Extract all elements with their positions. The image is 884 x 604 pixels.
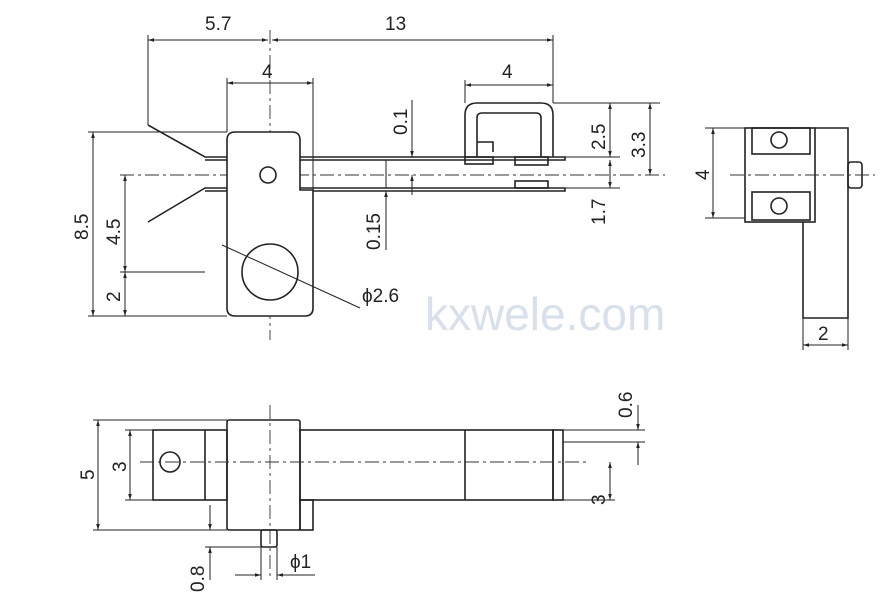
dim-4-body: 4 — [262, 62, 273, 83]
side-dim-2: 2 — [818, 324, 829, 345]
bottom-dim-0-6: 0.6 — [616, 392, 637, 418]
dim-5-7: 5.7 — [205, 14, 231, 35]
dim-4-5: 4.5 — [104, 219, 125, 245]
side-view: 4 2 — [693, 127, 875, 350]
upper-spring-contact — [147, 124, 566, 161]
mounting-hole — [241, 243, 299, 301]
upper-clip — [751, 127, 811, 155]
lower-clip — [751, 191, 811, 221]
lower-contact-pad — [514, 180, 549, 189]
bottom-dim-3-right: 3 — [589, 494, 610, 505]
left-tab — [152, 429, 228, 501]
bottom-view: 5 3 0.6 3 0.8 ϕ1 — [78, 392, 645, 592]
dim-3-3: 3.3 — [629, 132, 650, 158]
bottom-dim-0-8: 0.8 — [188, 566, 209, 592]
dim-1-7: 1.7 — [589, 199, 610, 225]
bracket — [464, 102, 554, 157]
small-hole — [259, 166, 277, 184]
shaft — [299, 429, 554, 501]
shaft-tip — [552, 429, 564, 501]
dim-phi-2-6: ϕ2.6 — [362, 286, 399, 307]
dim-2-5: 2.5 — [589, 124, 610, 150]
bottom-dim-phi-1: ϕ1 — [290, 552, 311, 573]
dim-13: 13 — [385, 14, 406, 35]
bottom-body — [226, 419, 301, 531]
bottom-dim-3-left: 3 — [110, 461, 131, 472]
side-leg — [802, 127, 849, 319]
upper-contact-pad — [514, 156, 549, 166]
bottom-dim-5: 5 — [78, 469, 99, 480]
top-view: 5.7 13 4 4 0.1 0.15 2.5 3.3 1.7 8.5 4.5 … — [72, 14, 665, 340]
dim-8-5: 8.5 — [72, 214, 93, 240]
dim-0-15: 0.15 — [364, 213, 385, 250]
bracket-foot — [464, 156, 494, 165]
dim-4-bracket: 4 — [502, 62, 513, 83]
dim-0-1: 0.1 — [391, 109, 412, 135]
side-dim-4: 4 — [693, 169, 714, 180]
dim-2: 2 — [104, 291, 125, 302]
lower-screw — [770, 197, 788, 215]
bottom-pin — [260, 529, 278, 548]
upper-screw — [770, 131, 788, 149]
lower-spring-contact — [147, 187, 566, 223]
body-step — [299, 499, 314, 531]
watermark: kxwele.com — [425, 288, 665, 340]
terminal-body — [226, 131, 314, 317]
